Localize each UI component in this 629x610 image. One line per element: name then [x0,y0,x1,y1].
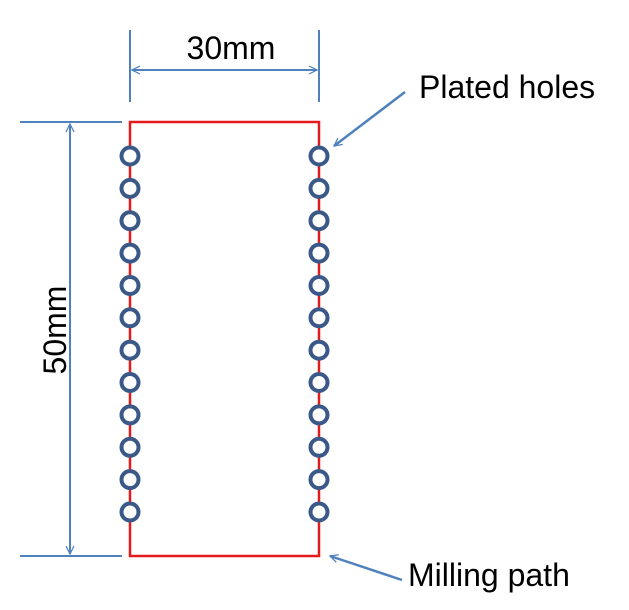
plated-hole-left-12 [119,501,141,523]
width-dimension: 30mm [129,30,320,102]
milling-path-outline [128,120,321,558]
plated-hole-right-1 [308,145,330,167]
plated-hole-left-4 [119,242,141,264]
plated-hole-right-11 [308,469,330,491]
plated-hole-right-10 [308,436,330,458]
plated-hole-right-2 [308,177,330,199]
plated-holes-left-column [119,145,141,523]
plated-hole-left-6 [119,307,141,329]
plated-hole-right-3 [308,210,330,232]
milling-path-label: Milling path [408,557,570,593]
plated-hole-left-2 [119,177,141,199]
plated-hole-left-1 [119,145,141,167]
plated-hole-left-11 [119,469,141,491]
plated-holes-right-column [308,145,330,523]
plated-hole-right-5 [308,275,330,296]
plated-hole-left-9 [119,404,141,426]
plated-hole-right-7 [308,339,330,361]
height-dimension-label: 50mm [37,286,73,375]
plated-holes-callout: Plated holes [334,69,595,147]
plated-hole-left-10 [119,436,141,458]
plated-hole-right-12 [308,501,330,523]
plated-hole-right-8 [308,372,330,393]
plated-holes-label: Plated holes [419,69,595,105]
plated-hole-right-4 [308,242,330,264]
plated-hole-left-7 [119,339,141,361]
plated-hole-right-6 [308,307,330,329]
plated-hole-left-3 [119,210,141,232]
plated-hole-right-9 [308,404,330,426]
plated-hole-left-8 [119,372,141,393]
height-dimension: 50mm [20,121,122,557]
width-dimension-label: 30mm [187,30,276,66]
plated-holes-callout-arrow [334,91,406,147]
milling-path-callout: Milling path [330,556,570,593]
milling-path-callout-arrow [330,556,403,582]
plated-hole-left-5 [119,275,141,296]
